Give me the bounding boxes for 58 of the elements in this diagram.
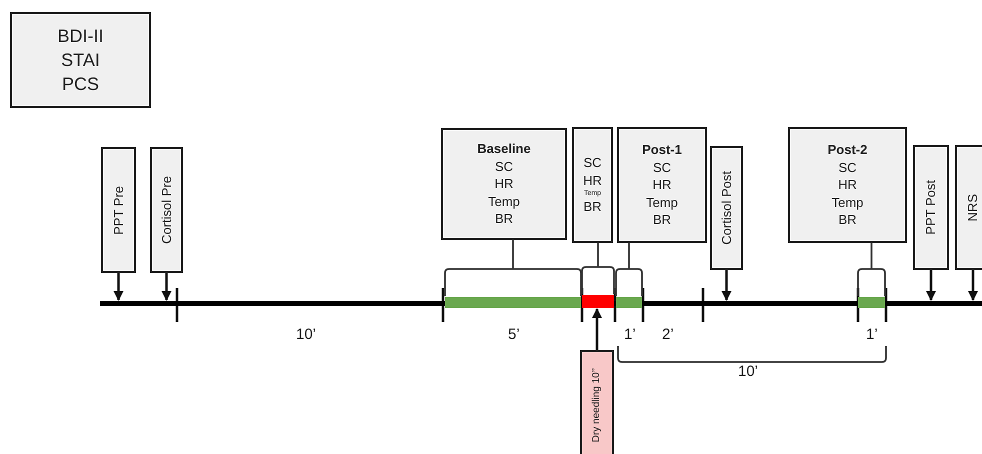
baseline-segment [445, 297, 581, 308]
box-text: BR [494, 210, 514, 228]
box-text: Temp [832, 194, 864, 212]
box-text: STAI [61, 48, 100, 72]
box-text: Temp [488, 192, 520, 210]
duration-label: 2’ [662, 326, 674, 343]
box-text: Dry needling 10’’ [590, 368, 604, 442]
box-text: BR [652, 211, 672, 229]
duration-label: 10’ [296, 326, 316, 343]
box-text: BDI-II [57, 24, 104, 48]
box-text: HR [494, 175, 514, 193]
box-text: BR [838, 211, 857, 229]
box-text: HR [652, 176, 672, 194]
measure-box [955, 145, 982, 270]
intervention-box [580, 350, 614, 454]
recording-segment [858, 297, 885, 308]
phase-title: Post-1 [642, 141, 682, 159]
box-text: BR [583, 198, 602, 216]
phase-title: Baseline [477, 140, 531, 158]
bracket-connector [615, 243, 643, 297]
box-text: SC [494, 158, 514, 176]
box-text: HR [838, 176, 857, 194]
phase-box [572, 127, 613, 243]
arrow [592, 308, 602, 350]
bracket-connector [581, 243, 615, 295]
arrow [162, 273, 172, 301]
box-text: NRS [964, 194, 982, 222]
arrow [968, 270, 978, 301]
arrow [926, 270, 936, 301]
phase-title: Post-2 [828, 141, 868, 159]
duration-label: 1’ [624, 326, 636, 343]
measure-box [150, 147, 183, 273]
box-text: Temp [646, 194, 678, 212]
duration-label: 10’ [738, 363, 758, 380]
phase-box [788, 127, 907, 243]
arrow [722, 270, 732, 301]
duration-label: 1’ [866, 326, 878, 343]
box-text: PPT Pre [110, 186, 127, 234]
arrow [114, 273, 124, 301]
box-text: HR [583, 172, 602, 190]
phase-box [441, 128, 567, 240]
box-text: SC [583, 154, 602, 172]
box-text: Cortisol Post [718, 171, 735, 245]
box-text: SC [838, 158, 857, 176]
phase-box [617, 127, 707, 243]
recording-segment [616, 297, 642, 308]
measure-box [913, 145, 949, 270]
bracket-connector [444, 240, 582, 297]
measure-box [710, 146, 743, 270]
measure-box [101, 147, 136, 273]
needling-segment [582, 295, 614, 308]
box-text: PCS [62, 73, 99, 96]
box-text: SC [652, 158, 672, 176]
box-text: PPT Post [922, 180, 940, 235]
box-text: Cortisol Pre [158, 176, 175, 244]
duration-label: 5’ [508, 326, 520, 343]
questionnaire-box [10, 12, 151, 108]
bracket-connector [857, 243, 886, 297]
